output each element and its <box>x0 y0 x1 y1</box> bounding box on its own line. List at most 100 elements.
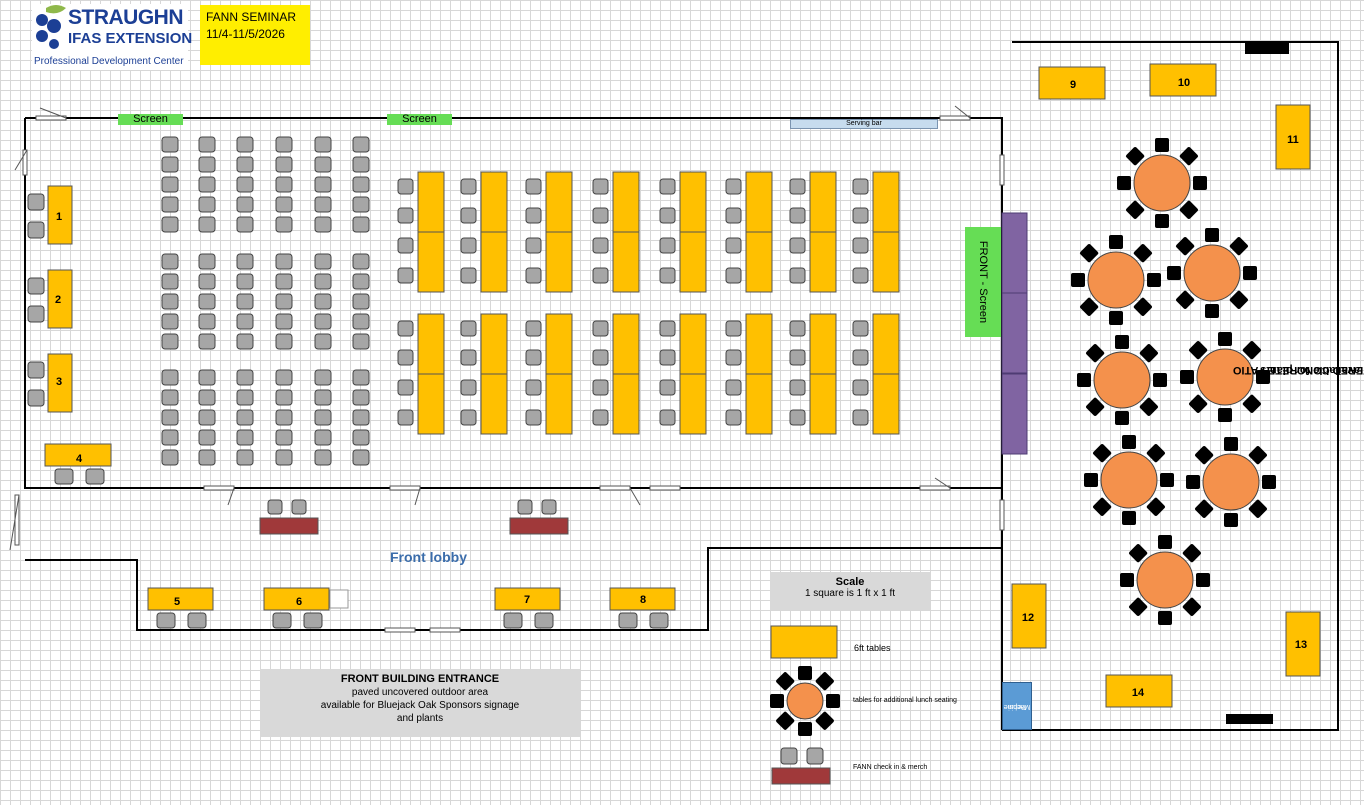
chair <box>236 253 254 270</box>
classroom-table <box>545 231 573 293</box>
vendor-number-14: 14 <box>1132 687 1145 699</box>
chair <box>397 320 414 337</box>
vendor-number-10: 10 <box>1178 77 1190 89</box>
round-chair <box>1117 176 1131 190</box>
chair <box>592 237 609 254</box>
round-chair <box>1256 370 1270 384</box>
classroom-table <box>679 313 707 375</box>
chair <box>397 237 414 254</box>
straughn-logo: STRAUGHN IFAS EXTENSION Professional Dev… <box>32 4 192 70</box>
vendor-table <box>44 443 112 467</box>
scale-text: 1 square is 1 ft x 1 ft <box>804 588 896 599</box>
chair <box>161 389 179 406</box>
round-chair <box>1084 473 1098 487</box>
chair <box>525 409 542 426</box>
screen-left: Screen <box>118 114 183 125</box>
round-chair <box>1109 311 1123 325</box>
vendor-table <box>1275 104 1311 170</box>
round-chair <box>1243 266 1257 280</box>
round-chair <box>1242 394 1261 413</box>
vendor-number-12: 12 <box>1022 612 1034 624</box>
round-chair <box>1262 475 1276 489</box>
classroom-table <box>745 313 773 375</box>
round-chair <box>1077 373 1091 387</box>
chair <box>27 221 45 239</box>
chair <box>161 409 179 426</box>
chair <box>314 429 332 446</box>
chair <box>659 379 676 396</box>
chair <box>789 267 806 284</box>
chair <box>314 136 332 153</box>
checkin-desk <box>259 517 319 535</box>
vendor-number-2: 2 <box>55 294 61 306</box>
chair <box>503 612 523 629</box>
vendor-table <box>1038 66 1106 100</box>
chair <box>460 349 477 366</box>
chair <box>54 468 74 485</box>
round-table <box>1093 351 1151 409</box>
seminar-dates: 11/4-11/5/2026 <box>206 27 285 41</box>
chair <box>789 349 806 366</box>
round-chair <box>1086 397 1105 416</box>
chair <box>541 499 557 515</box>
round-chair <box>1071 273 1085 287</box>
chair <box>592 409 609 426</box>
tv-screen <box>1001 373 1028 455</box>
chair <box>161 369 179 386</box>
chair <box>780 747 798 765</box>
chair <box>291 499 307 515</box>
chair <box>659 349 676 366</box>
round-chair <box>1160 473 1174 487</box>
classroom-table <box>745 373 773 435</box>
classroom-table <box>417 373 445 435</box>
chair <box>397 379 414 396</box>
vendor-table <box>147 587 214 611</box>
chair <box>156 612 176 629</box>
classroom-table <box>612 171 640 233</box>
classroom-table <box>480 171 508 233</box>
scale-box: Scale 1 square is 1 ft x 1 ft <box>770 572 930 610</box>
round-chair <box>1122 435 1136 449</box>
round-chair <box>1196 573 1210 587</box>
classroom-table <box>480 313 508 375</box>
black-bar <box>1226 714 1273 724</box>
classroom-table <box>872 373 900 435</box>
chair <box>314 156 332 173</box>
round-chair <box>1248 499 1267 518</box>
chair <box>161 449 179 466</box>
chair <box>852 379 869 396</box>
black-bar <box>1245 42 1289 54</box>
chair <box>198 389 216 406</box>
chair <box>352 216 370 233</box>
chair <box>460 320 477 337</box>
entrance-line-1: paved uncovered outdoor area <box>351 687 489 698</box>
round-chair <box>1248 446 1267 465</box>
round-chair <box>1189 394 1208 413</box>
chair <box>303 612 323 629</box>
chair <box>460 267 477 284</box>
front-lobby-label: Front lobby <box>390 549 467 565</box>
classroom-table <box>545 171 573 233</box>
chair <box>618 612 638 629</box>
logo-line-1: STRAUGHN <box>68 6 184 29</box>
chair <box>275 449 293 466</box>
round-chair <box>1155 138 1169 152</box>
chair <box>352 136 370 153</box>
chair <box>27 277 45 295</box>
chair <box>525 320 542 337</box>
chair <box>198 429 216 446</box>
round-chair <box>1158 611 1172 625</box>
chair <box>236 449 254 466</box>
chair <box>852 237 869 254</box>
round-chair <box>1122 511 1136 525</box>
chair <box>725 409 742 426</box>
chair <box>161 136 179 153</box>
chair <box>314 333 332 350</box>
vendor-number-3: 3 <box>56 376 62 388</box>
classroom-table <box>745 231 773 293</box>
round-chair <box>1180 370 1194 384</box>
chair <box>592 349 609 366</box>
chair <box>314 409 332 426</box>
